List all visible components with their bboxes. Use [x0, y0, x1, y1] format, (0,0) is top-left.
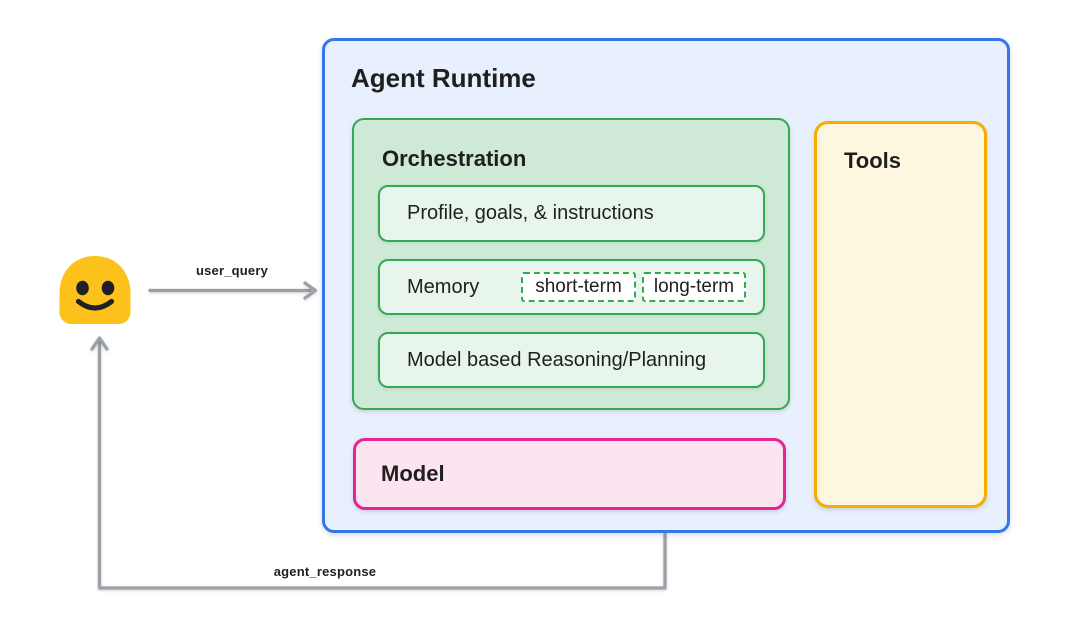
user-emoji-icon [56, 255, 134, 325]
model-title: Model [381, 461, 445, 486]
long-term-memory-chip: long-term [642, 272, 746, 302]
orchestration-title: Orchestration [382, 146, 527, 171]
profile-goals-instructions-box: Profile, goals, & instructions [378, 185, 765, 242]
short-term-memory-chip: short-term [521, 272, 636, 302]
reasoning-planning-box: Model based Reasoning/Planning [378, 332, 765, 388]
memory-chip-group: short-term long-term [521, 272, 746, 302]
orchestration-box: Orchestration Profile, goals, & instruct… [352, 118, 790, 410]
agent-runtime-box: Agent Runtime Orchestration Profile, goa… [322, 38, 1010, 533]
user-query-label: user_query [195, 263, 269, 278]
profile-goals-instructions-label: Profile, goals, & instructions [407, 202, 654, 224]
agent-response-label: agent_response [273, 564, 377, 579]
reasoning-planning-label: Model based Reasoning/Planning [407, 348, 707, 371]
user-query-arrow [148, 281, 318, 300]
agent-runtime-title: Agent Runtime [351, 63, 536, 93]
memory-box: Memory short-term long-term [378, 259, 765, 315]
tools-box: Tools [814, 121, 987, 508]
memory-label: Memory [407, 275, 480, 298]
model-box: Model [353, 438, 786, 510]
tools-title: Tools [844, 148, 902, 173]
